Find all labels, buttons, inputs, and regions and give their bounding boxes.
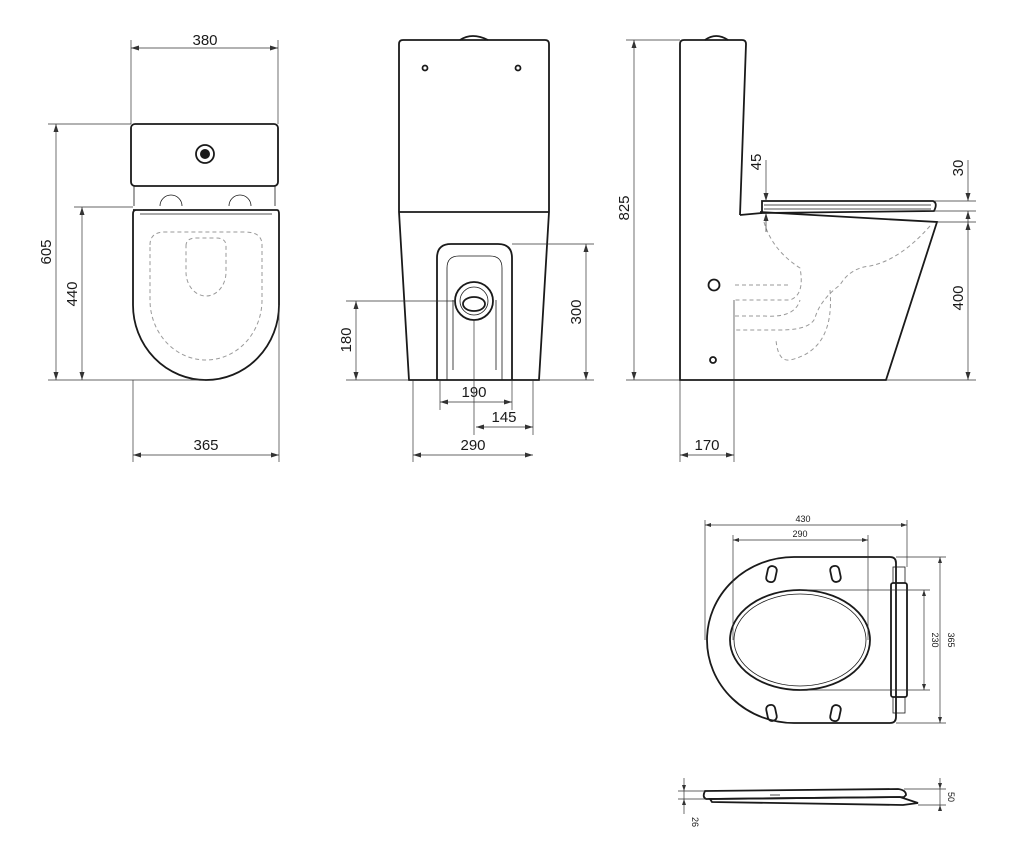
- dim-recess-height: 300: [568, 299, 585, 324]
- dim-total-height: 825: [616, 195, 633, 220]
- side-view-body: [679, 211, 939, 381]
- dim-seat-width: 430: [795, 514, 810, 524]
- dim-seat-height: 50: [946, 792, 956, 802]
- dim-outlet-height: 180: [338, 327, 355, 352]
- dim-base-width: 290: [460, 437, 485, 454]
- dim-seat-lid-thickness: 26: [690, 817, 700, 827]
- top-view-bowl: [132, 209, 280, 381]
- dim-seat-thickness: 30: [950, 160, 967, 177]
- dim-outlet-distance: 170: [694, 437, 719, 454]
- flush-button-icon: [195, 144, 215, 164]
- seat-hinge-plate: [890, 582, 908, 698]
- dim-seat-depth: 365: [946, 632, 956, 647]
- seat-profile: 50 26: [678, 778, 956, 827]
- front-view-tank: [398, 39, 550, 212]
- dim-top-width: 380: [192, 32, 217, 49]
- top-view-tank: [130, 123, 279, 187]
- dim-opening-depth: 230: [930, 632, 940, 647]
- seat-plan: 430 290 365 230: [704, 514, 956, 724]
- seat-profile-ring: [708, 796, 919, 806]
- seat-profile-lid: [702, 788, 907, 800]
- dim-seat-offset: 45: [748, 154, 765, 171]
- seat-plan-opening: [729, 589, 871, 691]
- front-view-recess: [436, 243, 513, 380]
- dim-opening-width: 290: [792, 529, 807, 539]
- front-view-outlet: [454, 281, 494, 321]
- dim-rim-height: 400: [950, 285, 967, 310]
- side-view-seat: [761, 200, 937, 214]
- side-view-tank: [679, 39, 747, 216]
- seat-plan-outline: [706, 556, 897, 724]
- dim-outlet-offset: 145: [491, 409, 516, 426]
- dim-bowl-depth: 440: [64, 281, 81, 306]
- dim-total-depth: 605: [38, 239, 55, 264]
- top-view: 380 365 605 440: [38, 32, 280, 462]
- side-view: 825 45 30 400 170: [616, 35, 976, 462]
- front-view: 190 145 290 180 300: [338, 35, 594, 462]
- dim-bottom-width: 365: [193, 437, 218, 454]
